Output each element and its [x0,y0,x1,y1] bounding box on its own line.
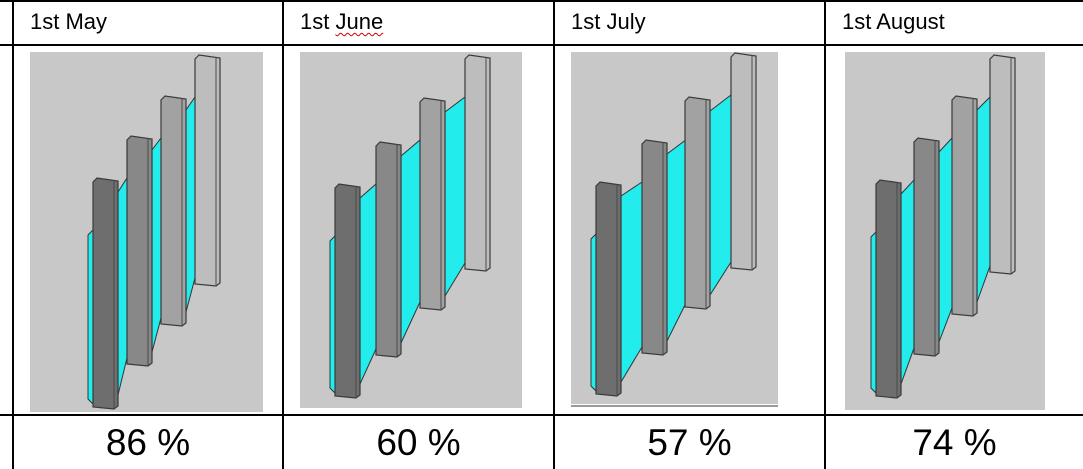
slab-panel [913,137,940,357]
slab-panel [375,141,402,358]
date-month: July [606,9,646,34]
column-divider [282,0,284,469]
percent-value: 60 % [376,422,461,463]
footer-divider [0,414,1083,416]
percent-value: 57 % [647,422,732,463]
cyan-glass-strip [709,93,732,297]
slab-diagram-svg [300,52,522,408]
cyan-glass-strip [938,136,953,343]
slab-diagram-svg [845,52,1045,410]
slab-diagram-may [30,52,263,412]
slab-diagram-svg [571,52,778,407]
column-divider [12,0,14,469]
percent-value: 74 % [912,422,997,463]
date-month: May [65,9,108,34]
slab-panel [194,54,221,287]
column-header-august: 1st August [842,6,945,38]
column-header-july: 1st July [571,6,646,38]
slab-panel [334,183,361,399]
slab-panel [464,54,491,272]
panel-underline [571,405,778,407]
cyan-glass-strip [976,95,991,303]
date-prefix: 1st [300,9,336,34]
column-divider [553,0,555,469]
column-header-june: 1st June [300,6,383,38]
slab-diagram-july [571,52,778,408]
slab-panel [419,97,446,311]
table-border-top [0,0,1083,2]
slab-diagram-svg [30,52,263,412]
slab-panel [951,95,978,317]
date-month: August [876,9,945,34]
slab-panel [730,52,757,271]
slab-panel [989,54,1016,275]
cyan-glass-strip [900,178,915,385]
date-prefix: 1st [30,9,66,34]
cyan-glass-strip [87,228,94,406]
date-month-spellcheck-flagged: June [335,9,384,34]
date-prefix: 1st [571,9,607,34]
cyan-glass-strip [185,95,196,313]
cyan-glass-strip [329,234,336,395]
slab-diagram-june [300,52,522,408]
column-header-may: 1st May [30,6,107,38]
column-divider [824,0,826,469]
cyan-glass-strip [620,181,643,384]
slab-panel [595,181,622,397]
cyan-glass-strip [117,176,128,396]
cyan-glass-strip [870,230,877,395]
header-divider [0,44,1083,46]
slab-panel [92,177,119,410]
cyan-glass-strip [151,136,162,353]
cyan-glass-strip [590,232,597,393]
slab-panel [160,95,187,327]
slab-panel [684,96,711,310]
slab-panel [641,139,668,356]
cyan-glass-strip [359,182,377,385]
date-prefix: 1st [842,9,877,34]
percent-value: 86 % [105,422,191,463]
cyan-glass-strip [444,96,466,298]
slab-diagram-august [845,52,1045,410]
slab-panel [126,135,153,367]
slab-panel [875,179,902,399]
